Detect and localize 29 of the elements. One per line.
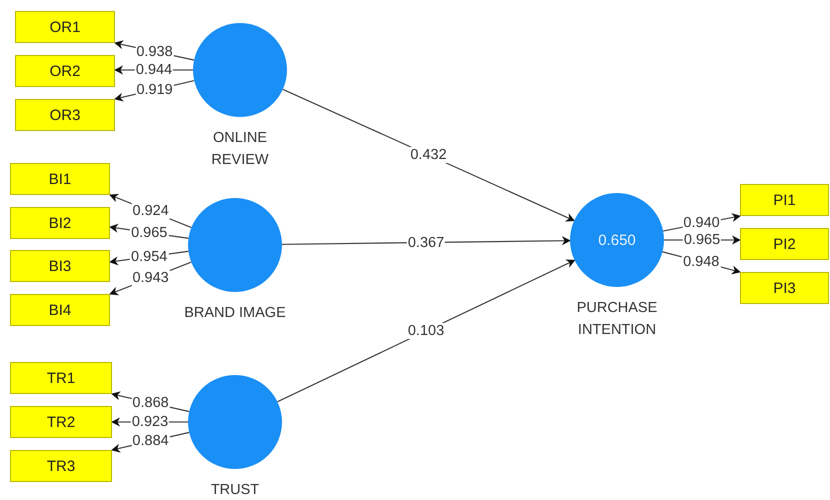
indicator-box: TR2: [10, 406, 112, 438]
arrow: [282, 88, 575, 222]
path-coefficient: 0.367: [406, 234, 446, 250]
path-coefficient: 0.884: [131, 433, 170, 450]
indicator-box: PI2: [740, 228, 829, 260]
indicator-box: PI3: [740, 272, 829, 304]
construct-name: PURCHASE INTENTION: [576, 299, 658, 340]
path-coefficient: 0.948: [682, 254, 720, 270]
path-coefficient: 0.868: [131, 394, 170, 411]
construct-name: BRAND IMAGE: [183, 304, 287, 323]
indicator-box: BI4: [10, 294, 110, 326]
construct-name: ONLINE REVIEW: [210, 129, 270, 170]
construct-name: TRUST: [210, 481, 260, 500]
r-squared-value: 0.650: [598, 232, 636, 248]
path-coefficient: 0.432: [409, 147, 448, 163]
path-coefficient: 0.943: [131, 270, 170, 286]
arrow: [277, 260, 576, 402]
indicator-box: BI1: [10, 163, 110, 195]
indicator-box: TR3: [10, 450, 112, 482]
indicator-box: TR1: [10, 362, 112, 394]
indicator-box: PI1: [740, 184, 829, 216]
indicator-box: OR1: [15, 11, 115, 43]
path-coefficient: 0.924: [132, 203, 170, 220]
indicator-box: BI2: [10, 207, 110, 239]
indicator-box: OR3: [15, 99, 115, 131]
indicator-box: BI3: [10, 250, 110, 282]
indicator-box: OR2: [15, 55, 115, 87]
path-coefficient: 0.919: [135, 82, 174, 98]
path-coefficient: 0.103: [406, 323, 446, 339]
